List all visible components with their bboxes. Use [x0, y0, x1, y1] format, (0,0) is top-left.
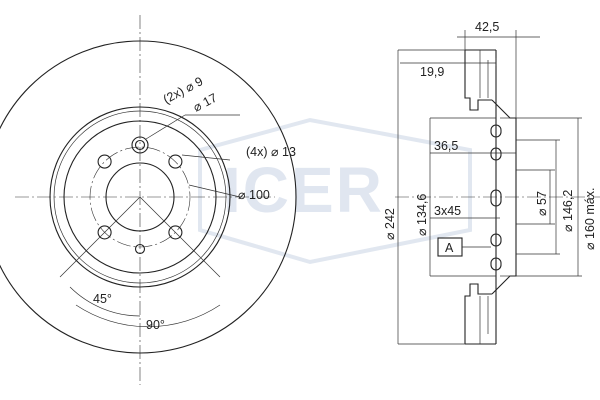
- pcd-label: ⌀ 100: [238, 188, 270, 202]
- hat-hole: [490, 147, 502, 161]
- pitch-circle: [89, 146, 191, 248]
- angle-label-90: 90°: [146, 318, 165, 332]
- hat-hole: [490, 233, 502, 247]
- hat-diameter-label: ⌀ 146,2: [561, 190, 575, 232]
- leader-line: [145, 114, 186, 140]
- locating-hole-outer: [131, 136, 149, 154]
- front-view: [0, 15, 297, 385]
- bolt-pattern-label: (4x) ⌀ 13: [246, 145, 296, 159]
- locating-hole: [134, 243, 146, 255]
- leader-line: [181, 154, 231, 161]
- side-view: [395, 30, 600, 345]
- bolt-hole: [168, 154, 183, 169]
- angle-line-45: [59, 196, 141, 278]
- angle-line-90: [139, 196, 221, 278]
- hat-hole: [490, 189, 502, 207]
- bolt-hole: [97, 154, 112, 169]
- watermark-logo: ICER: [198, 117, 472, 265]
- hat-outline: [491, 99, 517, 295]
- hole-label-17: ⌀ 17: [191, 91, 220, 115]
- bolt-hole: [168, 225, 183, 240]
- hat-hole: [490, 257, 502, 271]
- friction-diameter-label: ⌀ 134,6: [415, 194, 429, 236]
- hat-hole: [490, 124, 502, 138]
- angle-arc-90: [75, 304, 221, 328]
- max-diameter-label: ⌀ 160 máx.: [583, 188, 597, 250]
- friction-ring-inner-edge-2: [53, 110, 227, 284]
- hat-depth-label: 36,5: [434, 139, 458, 153]
- friction-ring-outline: [464, 50, 492, 111]
- leader-line: [188, 184, 241, 198]
- friction-ring-outline: [464, 283, 492, 344]
- chamfer-label: 3x45: [434, 204, 461, 218]
- angle-label-45: 45°: [93, 292, 112, 306]
- angle-arc-45: [69, 286, 141, 317]
- outer-diameter-label: ⌀ 242: [383, 208, 397, 240]
- watermark-text: ICER: [223, 154, 384, 226]
- datum-label: A: [445, 241, 454, 255]
- disc-outer-edge: [0, 40, 297, 354]
- center-diameter-label: ⌀ 57: [535, 191, 549, 216]
- hat-outer-edge: [63, 120, 217, 274]
- bolt-hole: [97, 225, 112, 240]
- disc-thickness-label: 19,9: [420, 65, 444, 79]
- center-bore: [105, 162, 175, 232]
- friction-ring-inner-edge: [49, 106, 231, 288]
- locating-hole-inner: [134, 139, 146, 151]
- total-thickness-label: 42,5: [475, 20, 499, 34]
